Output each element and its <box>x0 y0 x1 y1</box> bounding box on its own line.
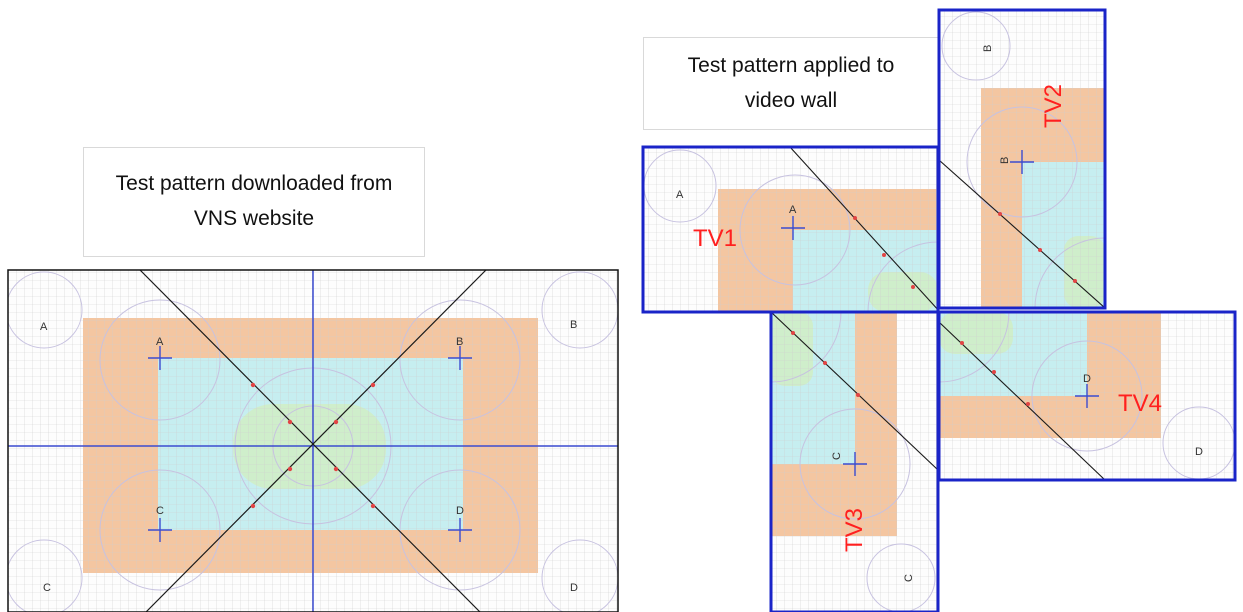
caption-line-1: Test pattern applied to <box>687 53 895 77</box>
pattern-frame <box>7 269 619 612</box>
corner-label-a: A <box>40 321 48 333</box>
svg-text:B: B <box>982 45 994 52</box>
caption-downloaded: Test pattern downloaded from VNS website <box>83 147 425 257</box>
tv3-panel: C C TV3 <box>771 312 938 612</box>
svg-text:C: C <box>831 452 843 460</box>
diagonal-line <box>139 270 481 612</box>
svg-text:A: A <box>789 204 797 216</box>
tv1-panel: A A TV1 <box>643 147 938 312</box>
caption-line-1: Test pattern downloaded from <box>115 172 393 196</box>
crosshair-label-a: A <box>156 336 164 348</box>
test-pattern-original: A B C D A B C D <box>8 270 618 612</box>
caption-line-2: VNS website <box>193 207 315 230</box>
svg-text:C: C <box>903 574 915 582</box>
svg-text:B: B <box>999 157 1011 164</box>
tv4-panel: D D TV4 <box>939 312 1235 480</box>
tv2-label: TV2 <box>1040 84 1067 128</box>
diagonal-markers <box>250 382 376 509</box>
svg-text:D: D <box>1083 373 1091 385</box>
tv4-label: TV4 <box>1118 390 1162 417</box>
crosshair-label-b: B <box>456 336 463 348</box>
diagonal-line <box>145 270 487 612</box>
corner-label-b: B <box>570 319 577 331</box>
crosshair-label-c: C <box>156 505 164 517</box>
crosshair-label-d: D <box>456 505 464 517</box>
tv3-label: TV3 <box>841 508 868 552</box>
tv4-border <box>937 310 1237 482</box>
svg-text:D: D <box>1195 446 1203 458</box>
tv1-label: TV1 <box>693 225 737 252</box>
svg-text:A: A <box>676 189 684 201</box>
corner-label-d: D <box>570 582 578 594</box>
crosshairs <box>148 346 472 542</box>
caption-line-2: video wall <box>744 88 838 112</box>
tv2-panel: B B TV2 <box>939 10 1105 308</box>
corner-label-c: C <box>43 582 51 594</box>
tv2-border <box>937 8 1107 310</box>
